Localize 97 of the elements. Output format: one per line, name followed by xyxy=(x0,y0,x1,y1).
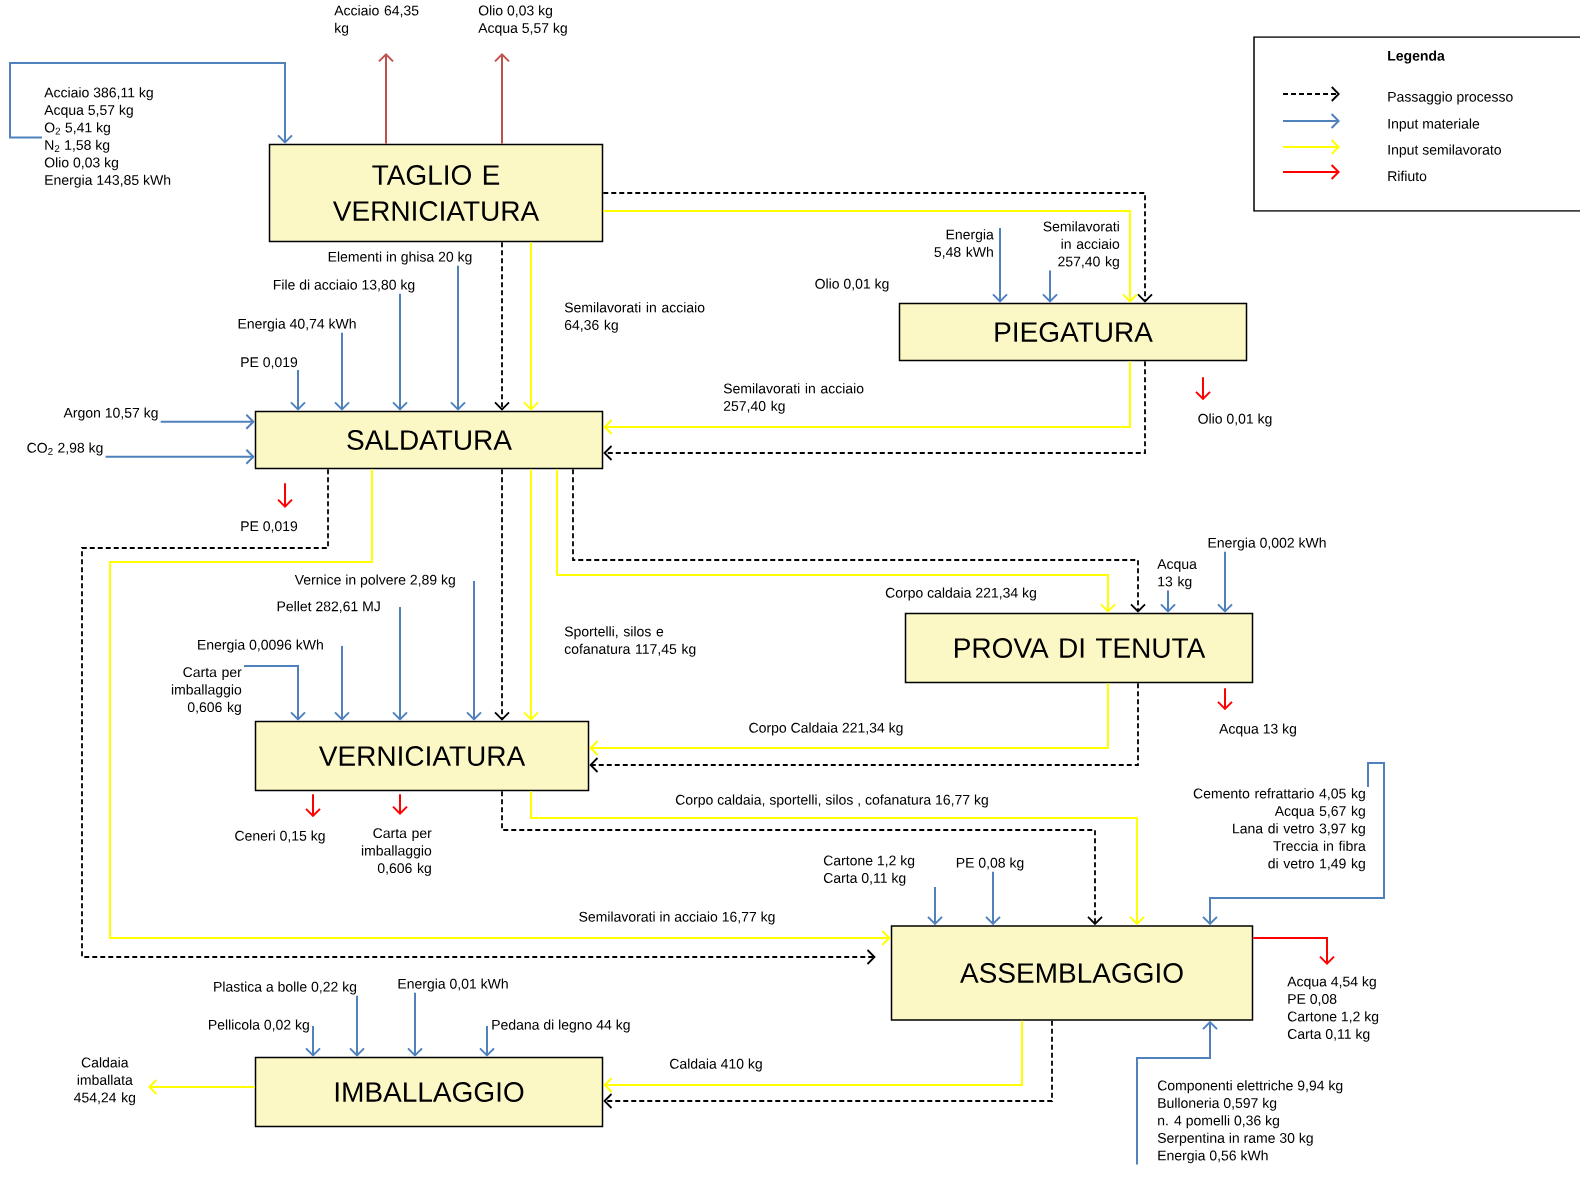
legend-text: Input materiale xyxy=(1388,118,1480,132)
quantity-label: Vernice in polvere 2,89 kg xyxy=(294,574,455,588)
quantity-label: Olio 0,01 kg xyxy=(815,278,889,292)
arrow xyxy=(494,468,510,721)
arrow xyxy=(523,468,539,721)
quantity-label: File di acciaio 13,80 kg xyxy=(273,279,415,293)
arrow xyxy=(349,994,365,1057)
quantity-label: Semilavorati in acciaio 257,40 kg xyxy=(1043,221,1120,270)
arrow xyxy=(392,793,408,815)
quantity-label: Argon 10,57 kg xyxy=(63,407,158,421)
quantity-label: Carta per imballaggio 0,606 kg xyxy=(171,667,242,715)
quantity-label: Pedana di legno 44 kg xyxy=(492,1019,630,1033)
arrow xyxy=(602,192,1153,303)
arrow xyxy=(104,448,255,465)
quantity-label: Energia 0,0096 kWh xyxy=(198,639,323,653)
arrow xyxy=(479,1025,495,1057)
arrow xyxy=(392,606,408,721)
arrow xyxy=(290,369,306,411)
arrow xyxy=(277,482,293,508)
quantity-label: Plastica a bolle 0,22 kg xyxy=(214,981,357,995)
legend-text: Input semilavorato xyxy=(1388,144,1501,158)
quantity-label: Caldaia imballata 454,24 kg xyxy=(74,1057,136,1106)
arrow xyxy=(305,793,321,818)
arrow xyxy=(927,885,943,926)
arrow xyxy=(450,264,466,411)
process-box: ASSEMBLAGGIO xyxy=(890,925,1254,1021)
arrow xyxy=(603,360,1146,461)
arrow xyxy=(992,227,1008,303)
quantity-label: Acqua 13 kg xyxy=(1219,723,1296,737)
quantity-label: Elementi in ghisa 20 kg xyxy=(328,251,472,265)
quantity-label: Acciaio 64,35 kg xyxy=(334,5,419,36)
quantity-label: Componenti elettriche 9,94 kg Bulloneria 0,597 kg n. 4 pomelli 0,36 kg Serpentina in rame 30 kg Energia 0,56 kWh xyxy=(1157,1080,1343,1164)
quantity-label: PE 0,019 xyxy=(241,521,298,533)
legend-title: Legenda xyxy=(1388,50,1445,64)
arrow xyxy=(494,52,510,145)
arrow xyxy=(1042,269,1058,303)
arrow xyxy=(1217,550,1233,613)
quantity-label: Cartone 1,2 kg Carta 0,11 kg xyxy=(823,855,915,886)
process-box: PROVA DI TENUTA xyxy=(904,612,1254,684)
legend-text: Rifiuto xyxy=(1388,170,1427,182)
arrow xyxy=(494,241,510,411)
arrow xyxy=(603,1019,1053,1109)
edge-label: Corpo caldaia 221,34 kg xyxy=(885,587,1036,601)
process-box: SALDATURA xyxy=(254,410,604,470)
edge-label: Semilavorati in acciaio 64,36 kg xyxy=(564,302,705,333)
quantity-label: PE 0,019 xyxy=(241,357,298,369)
edge-label: Corpo caldaia, sportelli, silos , cofanatura 16,77 kg xyxy=(675,794,988,808)
edge-label: Sportelli, silos e cofanatura 117,45 kg xyxy=(564,626,696,657)
arrow xyxy=(148,1079,256,1095)
arrow xyxy=(1136,1020,1218,1166)
arrow xyxy=(407,991,423,1057)
quantity-label: Ceneri 0,15 kg xyxy=(235,830,325,844)
arrow xyxy=(602,210,1138,303)
process-box: IMBALLAGGIO xyxy=(254,1056,604,1128)
process-box: PIEGATURA xyxy=(898,302,1248,362)
quantity-label: Energia 0,002 kWh xyxy=(1208,537,1326,551)
quantity-label: PE 0,08 kg xyxy=(956,857,1024,871)
quantity-label: Pellicola 0,02 kg xyxy=(209,1019,309,1033)
arrow xyxy=(589,682,1139,773)
quantity-label: Energia 40,74 kWh xyxy=(238,318,356,332)
arrow xyxy=(1217,687,1233,711)
quantity-label: Energia 5,48 kWh xyxy=(934,229,994,259)
edge-label: Caldaia 410 kg xyxy=(670,1058,762,1072)
process-box: VERNICIATURA xyxy=(254,720,590,792)
quantity-label: Cemento refrattario 4,05 kg Acqua 5,67 kg Lana di vetro 3,97 kg Treccia in fibra di vetro 1,49 kg xyxy=(1193,788,1366,872)
arrow xyxy=(9,62,293,144)
arrow xyxy=(985,870,1001,926)
arrow xyxy=(603,360,1131,435)
quantity-label: Olio 0,01 kg xyxy=(1198,413,1272,427)
arrow xyxy=(378,52,394,145)
edge-label: Semilavorati in acciaio 16,77 kg xyxy=(579,911,775,925)
quantity-label: Acciaio 386,11 kg Acqua 5,57 kg O$_{2}$ 5,41 kg N$_{2}$ 1,58 kg Olio 0,03 kg Energia 143,85 kWh xyxy=(44,87,171,188)
edge-label: Corpo Caldaia 221,34 kg xyxy=(749,722,903,736)
arrow xyxy=(243,665,306,721)
arrow xyxy=(603,1019,1023,1093)
quantity-label: Carta per imballaggio 0,606 kg xyxy=(361,828,432,876)
process-box: TAGLIO E VERNICIATURA xyxy=(268,143,604,243)
quantity-label: Olio 0,03 kg Acqua 5,57 kg xyxy=(478,5,567,36)
arrow xyxy=(1160,589,1176,613)
arrow xyxy=(589,682,1109,756)
arrow xyxy=(466,580,482,721)
legend-text: Passaggio processo xyxy=(1388,91,1513,105)
arrow xyxy=(1202,762,1385,926)
quantity-label: CO$_{2}$ 2,98 kg xyxy=(27,442,103,456)
arrow xyxy=(334,331,350,411)
arrow xyxy=(392,292,408,411)
arrow xyxy=(159,413,255,430)
quantity-label: Energia 0,01 kWh xyxy=(398,978,508,992)
arrow xyxy=(334,645,350,721)
edge-label: Semilavorati in acciaio 257,40 kg xyxy=(723,383,864,414)
quantity-label: Pellet 282,61 MJ xyxy=(277,601,380,613)
arrow xyxy=(523,241,539,411)
quantity-label: Acqua 13 kg xyxy=(1157,559,1197,590)
arrow xyxy=(305,1025,321,1057)
arrow xyxy=(1195,376,1211,401)
arrow xyxy=(1252,937,1335,965)
quantity-label: Acqua 4,54 kg PE 0,08 Cartone 1,2 kg Carta 0,11 kg xyxy=(1287,976,1379,1042)
